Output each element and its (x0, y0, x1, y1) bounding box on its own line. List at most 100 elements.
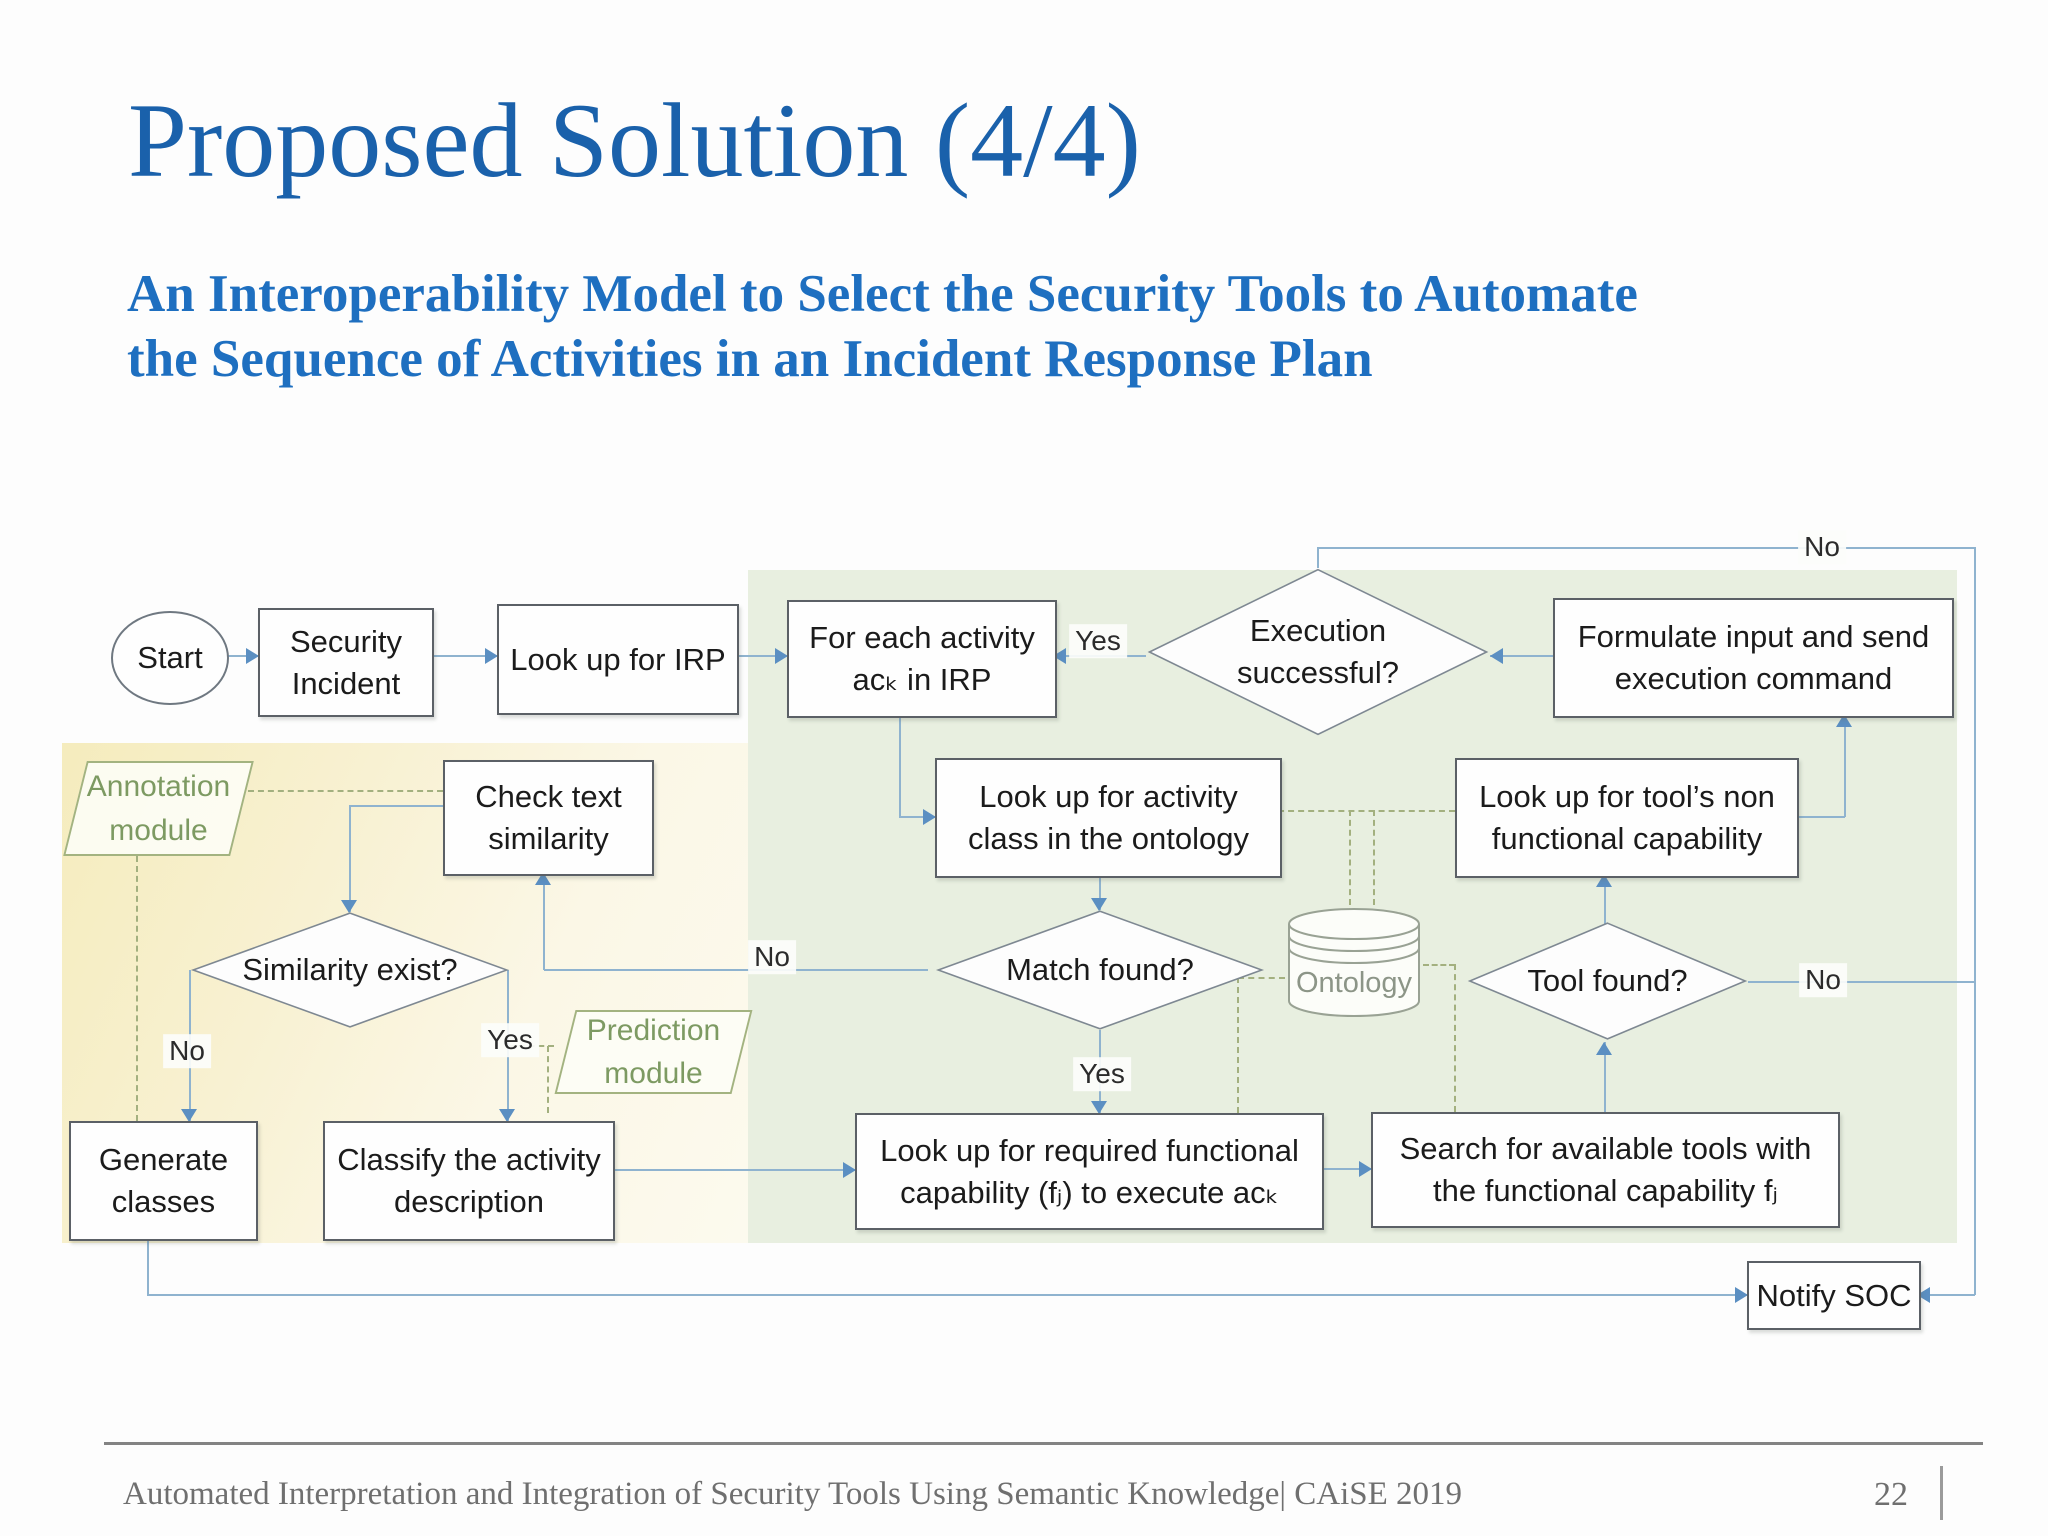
ontology-label: Ontology (1295, 967, 1413, 999)
arrow-search-toolfound (1596, 1042, 1612, 1055)
edge-formulate-exec (1490, 655, 1553, 657)
arrow-activityclass-match (1091, 898, 1107, 911)
arrow-irp-foreach (775, 648, 788, 664)
arrow-bottom-to-notify (1735, 1287, 1748, 1303)
ontology-database: Ontology (1285, 905, 1423, 1020)
dashed-ontology-left-h (1238, 977, 1285, 979)
label-match-no: No (748, 940, 796, 974)
arrow-start-security (246, 648, 259, 664)
edge-lookrequired-search (1320, 1168, 1371, 1170)
edge-generate-bottom-v (147, 1237, 149, 1295)
dashed-ontology-top-h (1278, 810, 1455, 812)
dashed-ontology-top-v2 (1373, 810, 1375, 905)
dashed-annotation-generate (136, 856, 138, 1121)
edge-toolfound-toolsnon (1604, 874, 1606, 925)
generate-classes-label: Generate classes (98, 1142, 229, 1219)
arrow-match-yes (1091, 1101, 1107, 1114)
for-each-activity-label: For each activity acₖ in IRP (809, 620, 1035, 697)
dashed-annotation-checktext (248, 790, 443, 792)
notify-soc-label: Notify SOC (1756, 1277, 1912, 1313)
label-similarity-yes: Yes (481, 1023, 539, 1057)
edge-start-security (226, 655, 258, 657)
look-up-tools-non-functional-label: Look up for tool’s non functional capabi… (1479, 779, 1775, 856)
dashed-ontology-top-v1 (1349, 810, 1351, 905)
page-number-bar (1940, 1466, 1943, 1520)
look-up-required-capability-node: Look up for required functional capabili… (855, 1113, 1324, 1230)
edge-toolsnon-formulate-v (1844, 714, 1846, 817)
start-node: Start (111, 611, 229, 705)
tool-found-decision: Tool found? (1467, 922, 1748, 1040)
page-title: Proposed Solution (4/4) (128, 82, 1141, 199)
check-text-similarity-node: Check text similarity (443, 760, 654, 876)
edge-right-vertical (1974, 547, 1976, 1295)
execution-successful-label: Execution successful? (1237, 613, 1399, 690)
classify-activity-node: Classify the activity description (323, 1121, 615, 1241)
look-up-irp-node: Look up for IRP (497, 604, 739, 715)
look-up-activity-class-label: Look up for activity class in the ontolo… (968, 779, 1249, 856)
dashed-prediction-v (547, 1046, 549, 1113)
annotation-module-node: Annotation module (63, 761, 254, 856)
arrow-formulate-exec (1490, 648, 1503, 664)
edge-irp-foreach (735, 655, 787, 657)
execution-successful-decision: Execution successful? (1146, 568, 1490, 736)
edge-tool-no (1748, 981, 1975, 983)
look-up-irp-label: Look up for IRP (510, 641, 726, 677)
match-found-shape (935, 910, 1265, 1030)
arrow-lookrequired-search (1359, 1161, 1372, 1177)
edge-security-irp (430, 655, 497, 657)
dashed-ontology-left-v (1237, 977, 1239, 1113)
edge-checktext-similarity-h (350, 805, 443, 807)
security-incident-label: Security Incident (290, 623, 402, 701)
annotation-module-label: Annotation module (86, 770, 231, 847)
label-similarity-no: No (163, 1034, 211, 1068)
edge-right-to-notify (1917, 1294, 1975, 1296)
database-icon (1288, 908, 1420, 1017)
slide-subtitle: An Interoperability Model to Select the … (127, 265, 1638, 388)
prediction-module-node: Prediction module (554, 1010, 753, 1094)
label-match-yes: Yes (1073, 1057, 1131, 1091)
label-exec-yes: Yes (1069, 624, 1127, 658)
label-tool-no: No (1799, 963, 1847, 997)
footer-text: Automated Interpretation and Integration… (123, 1476, 1463, 1512)
arrow-security-irp (485, 648, 498, 664)
edge-foreach-activityclass-h (899, 816, 935, 818)
for-each-activity-node: For each activity acₖ in IRP (787, 600, 1057, 718)
edge-bottom-to-notify (147, 1294, 1747, 1296)
generate-classes-node: Generate classes (69, 1121, 258, 1241)
prediction-module-label: Prediction module (586, 1013, 721, 1091)
similarity-exist-decision: Similarity exist? (190, 912, 510, 1028)
security-incident-node: Security Incident (258, 608, 434, 717)
execution-successful-shape (1146, 568, 1490, 736)
arrow-checktext-similarity (341, 900, 357, 913)
edge-match-no-h (544, 969, 928, 971)
search-available-tools-node: Search for available tools with the func… (1371, 1112, 1840, 1228)
similarity-exist-label: Similarity exist? (242, 952, 458, 988)
dashed-ontology-right-v (1454, 964, 1456, 1112)
page-number: 22 (1874, 1476, 1908, 1513)
check-text-similarity-label: Check text similarity (475, 779, 622, 856)
edge-search-toolfound (1604, 1042, 1606, 1112)
tool-found-shape (1467, 922, 1748, 1040)
arrow-similarity-no (181, 1109, 197, 1122)
search-available-tools-label: Search for available tools with the func… (1399, 1131, 1812, 1208)
dashed-ontology-right-h (1423, 964, 1455, 966)
tool-found-label: Tool found? (1527, 963, 1688, 999)
match-found-decision: Match found? (935, 910, 1265, 1030)
edge-foreach-activityclass-v (899, 714, 901, 817)
edge-match-no-v (543, 872, 545, 970)
formulate-input-label: Formulate input and send execution comma… (1577, 619, 1930, 696)
notify-soc-node: Notify SOC (1747, 1261, 1921, 1330)
edge-toolsnon-formulate-h (1795, 816, 1845, 818)
start-label: Start (137, 640, 203, 676)
match-found-label: Match found? (1006, 952, 1194, 988)
look-up-tools-non-functional-node: Look up for tool’s non functional capabi… (1455, 758, 1799, 878)
edge-classify-lookrequired (611, 1169, 855, 1171)
classify-activity-label: Classify the activity description (337, 1142, 601, 1219)
edge-exec-no-up (1317, 548, 1319, 568)
edge-activityclass-match (1099, 874, 1101, 910)
footer-divider (104, 1442, 1983, 1445)
look-up-activity-class-node: Look up for activity class in the ontolo… (935, 758, 1282, 878)
formulate-input-node: Formulate input and send execution comma… (1553, 598, 1954, 718)
edge-exec-no-top (1317, 547, 1975, 549)
